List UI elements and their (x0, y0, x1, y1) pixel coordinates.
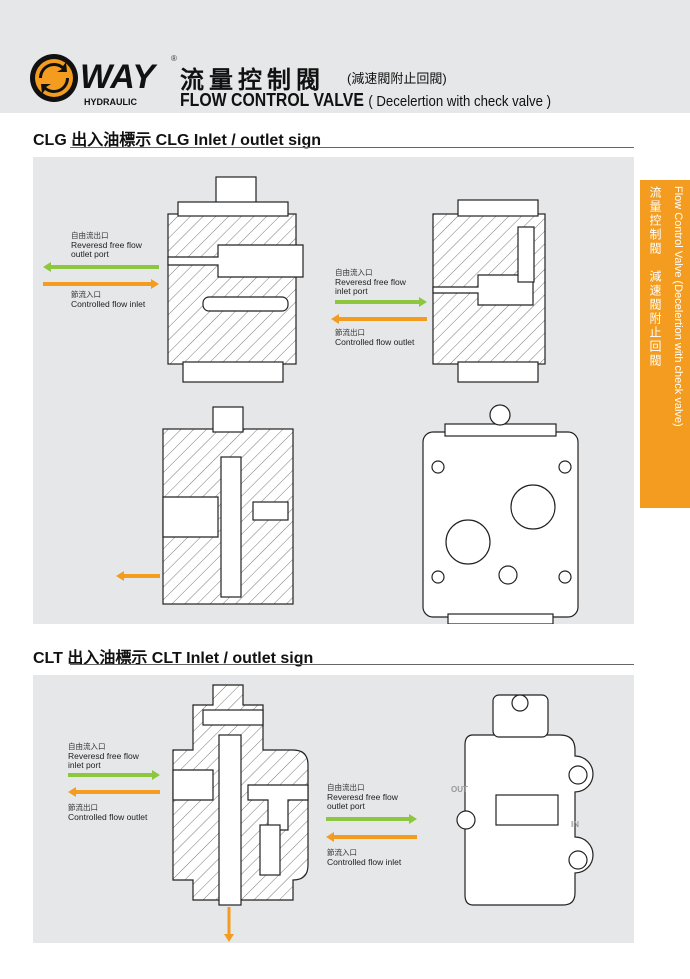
orange-arrow-left (331, 314, 427, 324)
green-arrow-right (68, 770, 160, 780)
orange-arrow-down (224, 907, 234, 942)
logo-subtext: HYDRAULIC (84, 97, 137, 107)
divider (70, 147, 634, 148)
clg-diagrams (43, 176, 579, 624)
way-hydraulic-logo: WAY HYDRAULIC ® (30, 54, 177, 107)
orange-arrow-left (68, 787, 160, 797)
orange-arrow-left (326, 832, 417, 842)
section-title-clg: CLG 出入油標示 CLG Inlet / outlet sign (33, 132, 321, 149)
green-arrow-left (43, 262, 159, 272)
registered-mark: ® (171, 54, 177, 63)
title-en: FLOW CONTROL VALVE ( Decelertion with ch… (180, 90, 551, 111)
green-arrow-right (326, 814, 417, 824)
divider (70, 664, 634, 665)
title-en-sub: ( Decelertion with check valve ) (368, 93, 552, 110)
side-tab-zh: 流量控制閥 減速閥附止回閥 (648, 186, 662, 368)
title-zh: 流量控制閥 (180, 67, 325, 94)
subtitle-zh: (減速閥附止回閥) (347, 71, 447, 86)
logo-wordmark: WAY (80, 58, 158, 96)
page-header (0, 0, 690, 113)
green-arrow-right (335, 297, 427, 307)
clg-side-view-section (432, 199, 546, 383)
section-title-clt: CLT 出入油標示 CLT Inlet / outlet sign (33, 650, 314, 667)
port-mark-out: OUT (451, 785, 468, 794)
title-en-main: FLOW CONTROL VALVE (180, 90, 364, 110)
clg-top-view-section (167, 176, 304, 383)
clg-front-section (162, 406, 294, 605)
port-mark-in: IN (571, 820, 579, 829)
clt-external-view (456, 694, 594, 906)
side-tab: 流量控制閥 減速閥附止回閥 Flow Control Valve (Decele… (640, 180, 690, 508)
side-tab-en: Flow Control Valve (Decelertion with che… (672, 186, 684, 427)
clt-section (172, 684, 309, 906)
orange-arrow-left (116, 571, 160, 581)
clt-diagrams: OUT IN (68, 684, 594, 942)
orange-arrow-right (43, 279, 159, 289)
clg-end-view (422, 404, 579, 624)
